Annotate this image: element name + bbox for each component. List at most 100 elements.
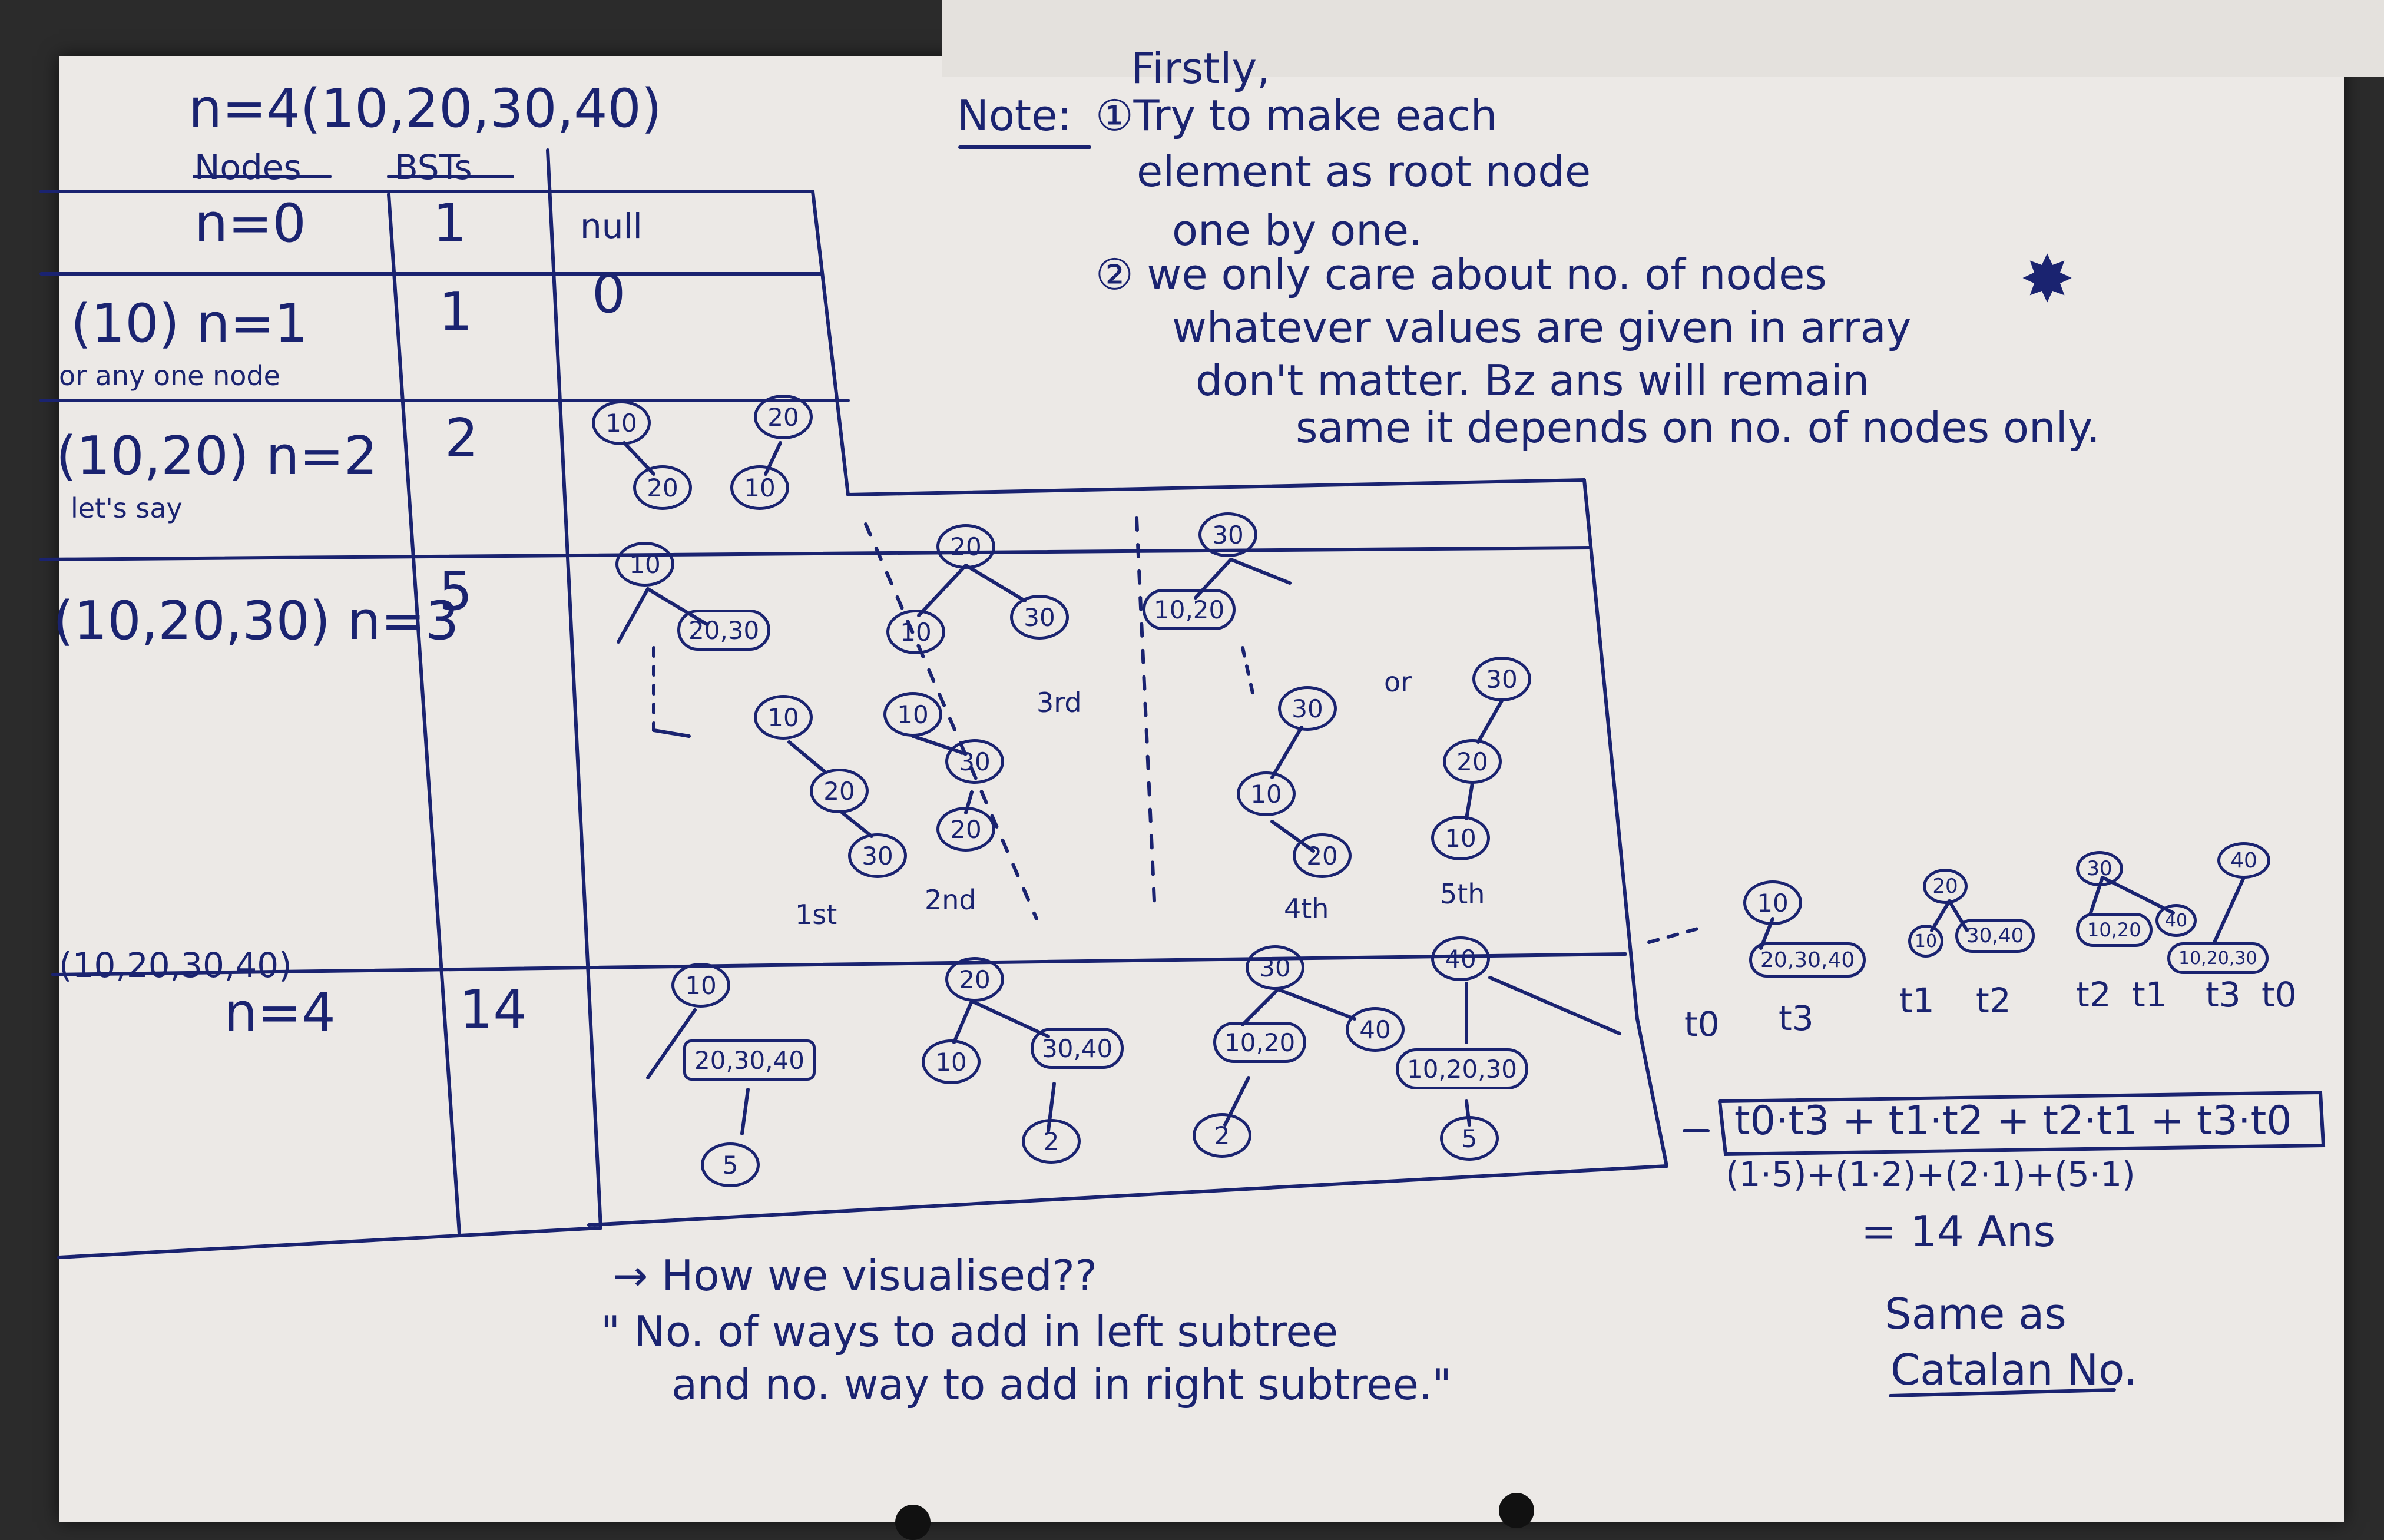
n2-tree2-root: 20 <box>754 395 813 439</box>
row-n0-note: null <box>580 206 643 246</box>
row-n4-sub: n=4 <box>224 982 336 1044</box>
n4-small-10: 10 <box>922 1039 981 1084</box>
n3-t1-10: 10 <box>754 695 813 740</box>
star-mark: ✸ <box>2020 241 2075 317</box>
header-bsts: BSTs <box>395 147 472 187</box>
note-line1: ①Try to make each <box>1095 91 1498 140</box>
term-t2a: t2 <box>1976 981 2011 1021</box>
n4-group-10-20-30: 10,20,30 <box>1396 1048 1529 1089</box>
row-n1-nodes: (10) n=1 <box>71 293 309 355</box>
n4-small-40: 40 <box>1346 1007 1405 1052</box>
n2-tree2-child: 10 <box>730 465 789 510</box>
side-group-30-40: 30,40 <box>1955 919 2035 953</box>
note-line7: same it depends on no. of nodes only. <box>1296 403 2100 452</box>
note-line5: whatever values are given in array <box>1172 303 1912 352</box>
n4-root-30: 30 <box>1246 945 1304 990</box>
row-n0-bsts: 1 <box>433 193 467 254</box>
n3-root-20: 20 <box>936 524 995 569</box>
n3-root-30: 30 <box>1198 512 1257 557</box>
catalan-line2: Catalan No. <box>1890 1345 2137 1395</box>
row-n1-bsts: 1 <box>439 281 473 343</box>
n3-t5-10: 10 <box>1431 816 1490 860</box>
formula-result: = 14 Ans <box>1861 1207 2056 1256</box>
note-label: Note: <box>957 91 1072 140</box>
term-t1b: t1 <box>2132 975 2167 1015</box>
side-right-40: 40 <box>2155 904 2197 937</box>
side-root-40: 40 <box>2217 842 2270 879</box>
paper-sheet <box>59 56 2344 1522</box>
catalan-line1: Same as <box>1885 1289 2067 1339</box>
n4-count-5a: 5 <box>701 1142 760 1187</box>
n4-count-5b: 5 <box>1440 1116 1499 1161</box>
row-n1-note: 0 <box>592 263 626 325</box>
side-left-10: 10 <box>1908 925 1943 958</box>
row-n3-nodes: (10,20,30) n=3 <box>53 590 459 652</box>
n3-t1-20: 20 <box>810 769 869 813</box>
n4-group-30-40: 30,40 <box>1031 1028 1124 1069</box>
row-n2-nodes: (10,20) n=2 <box>56 425 378 487</box>
term-t1a: t1 <box>1899 981 1935 1021</box>
side-root-10: 10 <box>1743 880 1802 925</box>
label-4th: 4th <box>1284 893 1329 925</box>
formula-expression: t0·t3 + t1·t2 + t2·t1 + t3·t0 <box>1734 1098 2292 1144</box>
note-line2: element as root node <box>1137 147 1591 196</box>
term-t0a: t0 <box>1684 1004 1720 1044</box>
n3-t4-20: 20 <box>1293 833 1352 878</box>
n3-t5-30: 30 <box>1472 657 1531 701</box>
n3-t1-30: 30 <box>848 833 907 878</box>
punch-hole <box>895 1505 931 1540</box>
side-root-20: 20 <box>1923 869 1968 904</box>
n4-root-20: 20 <box>945 957 1004 1002</box>
term-t3b: t3 <box>2206 975 2241 1015</box>
label-3rd: 3rd <box>1037 687 1082 718</box>
punch-hole <box>1499 1493 1534 1528</box>
header-nodes: Nodes <box>194 147 302 187</box>
n2-tree1-child: 20 <box>633 465 692 510</box>
underlying-sheet <box>942 0 2384 77</box>
n4-root-40: 40 <box>1431 936 1490 981</box>
label-or: or <box>1384 666 1412 698</box>
row-n4-bsts: 14 <box>459 979 527 1041</box>
row-n1-sub: or any one node <box>59 360 280 392</box>
row-n4-nodes: (10,20,30,40) <box>59 945 292 985</box>
bottom-line3: and no. way to add in right subtree." <box>671 1360 1452 1409</box>
label-5th: 5th <box>1440 878 1485 910</box>
n3-t2-30: 30 <box>945 739 1004 784</box>
row-n3-bsts: 5 <box>439 561 473 622</box>
bottom-line2: " No. of ways to add in left subtree <box>601 1307 1339 1356</box>
n3-root-10: 10 <box>615 542 674 587</box>
problem-title: n=4(10,20,30,40) <box>188 78 662 140</box>
n4-group-20-30-40: 20,30,40 <box>683 1039 816 1081</box>
term-t0b: t0 <box>2262 975 2297 1015</box>
note-line6: don't matter. Bz ans will remain <box>1196 356 1870 405</box>
n3-t4-30: 30 <box>1278 686 1337 731</box>
term-t2b: t2 <box>2076 975 2111 1015</box>
n3-right-30: 30 <box>1010 595 1069 640</box>
n3-t5-20: 20 <box>1443 739 1502 784</box>
note-firstly: Firstly, <box>1131 44 1271 93</box>
side-group-10-20-30: 10,20,30 <box>2167 942 2269 974</box>
n4-count-2a: 2 <box>1022 1119 1081 1164</box>
label-2nd: 2nd <box>925 884 976 916</box>
row-n0-nodes: n=0 <box>194 193 306 254</box>
n3-t2-10: 10 <box>883 692 942 737</box>
note-line4: ② we only care about no. of nodes <box>1095 250 1827 299</box>
n4-root-10: 10 <box>671 963 730 1008</box>
formula-values: (1·5)+(1·2)+(2·1)+(5·1) <box>1726 1154 2135 1194</box>
row-n2-bsts: 2 <box>445 408 479 469</box>
note-line3: one by one. <box>1172 206 1422 255</box>
label-1st: 1st <box>795 899 837 930</box>
n3-t4-10: 10 <box>1237 771 1296 816</box>
n3-group-20-30: 20,30 <box>677 610 771 651</box>
n3-left-10: 10 <box>886 610 945 654</box>
n4-count-2b: 2 <box>1193 1113 1251 1158</box>
n2-tree1-root: 10 <box>592 400 651 445</box>
row-n2-sub: let's say <box>71 492 183 524</box>
n3-t2-20: 20 <box>936 807 995 852</box>
side-group-20-30-40: 20,30,40 <box>1749 942 1866 978</box>
bottom-line1: → How we visualised?? <box>612 1251 1098 1300</box>
side-group-10-20: 10,20 <box>2076 913 2153 947</box>
n3-group-10-20: 10,20 <box>1143 589 1236 630</box>
side-root-30: 30 <box>2076 851 2123 886</box>
